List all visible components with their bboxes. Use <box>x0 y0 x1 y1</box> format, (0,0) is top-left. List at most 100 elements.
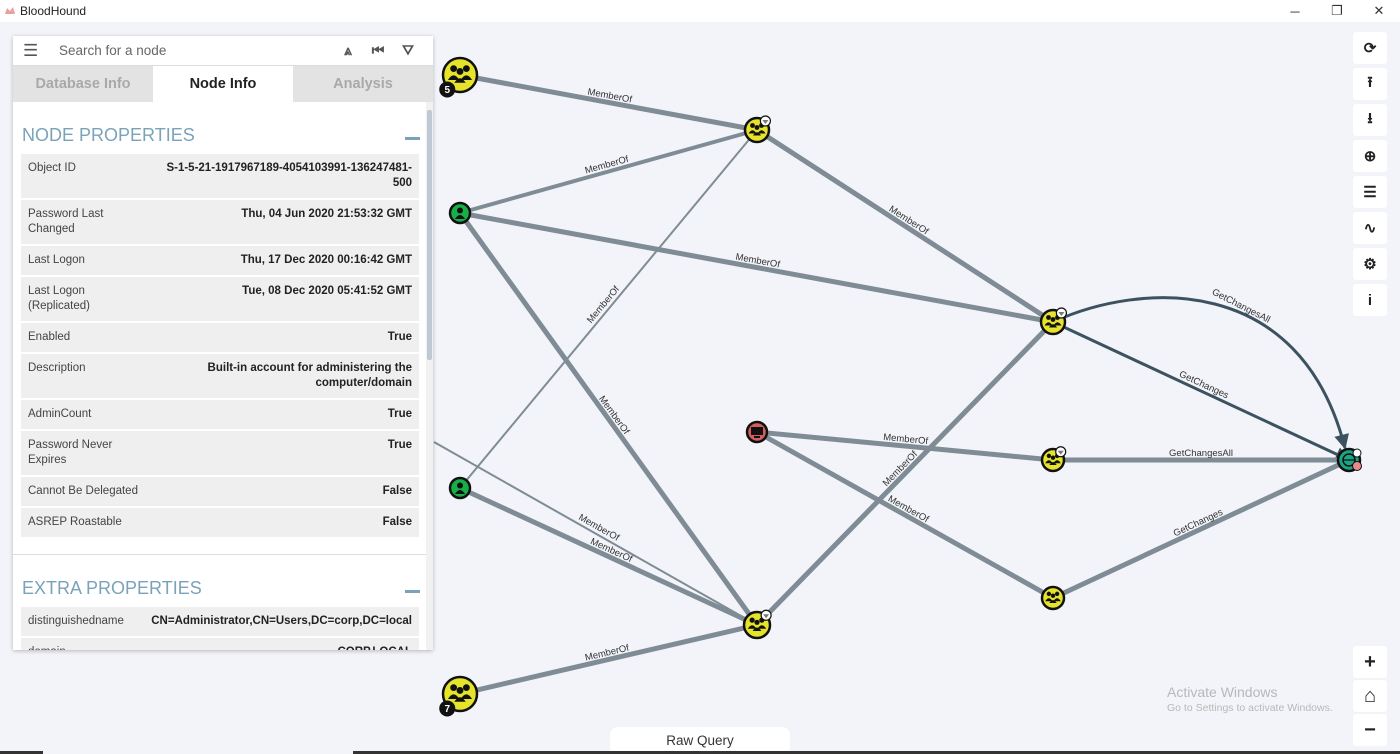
refresh-button[interactable]: ⟳ <box>1353 32 1387 64</box>
zoom-in-button[interactable]: + <box>1353 646 1387 678</box>
collapse-icon[interactable] <box>405 590 420 593</box>
search-panel: ☰ ⩓ ⏮ ⛛ Database Info Node Info Analysis… <box>13 36 433 650</box>
edge-memberof[interactable] <box>755 320 1055 627</box>
property-value[interactable]: CORP.LOCAL <box>144 637 419 650</box>
export-button[interactable]: ⭱ <box>1353 68 1387 100</box>
edge-memberof[interactable] <box>458 485 759 628</box>
road-icon[interactable]: ⩓ <box>344 42 352 58</box>
back-icon[interactable]: ⏮ <box>371 42 385 58</box>
graph-svg[interactable]: MemberOfMemberOfMemberOfMemberOfMemberOf… <box>0 22 1400 754</box>
watermark-line1: Activate Windows <box>1167 684 1278 700</box>
node-properties-title: NODE PROPERTIES <box>22 125 195 145</box>
property-key: Description <box>21 353 151 400</box>
property-value[interactable]: S-1-5-21-1917967189-4054103991-136247481… <box>151 154 419 200</box>
hamburger-icon[interactable]: ☰ <box>23 40 39 60</box>
filter-icon[interactable]: ⛛ <box>402 42 414 58</box>
section-divider <box>13 539 426 555</box>
property-key: domain <box>21 637 145 650</box>
property-value[interactable]: Built-in account for administering the c… <box>151 353 419 400</box>
edge-memberof[interactable] <box>459 210 1054 325</box>
scrollbar-thumb[interactable] <box>427 110 432 360</box>
property-key: Password Last Changed <box>21 199 151 246</box>
search-input[interactable] <box>59 43 333 58</box>
edge-label: MemberOf <box>883 432 929 447</box>
property-key: AdminCount <box>21 399 151 431</box>
graph-toolbar: ⟳ ⭱ ⭳ ⊕ ☰ ∿ ⚙ i <box>1353 32 1387 320</box>
edge-memberof[interactable] <box>755 127 1055 325</box>
node-properties-header[interactable]: NODE PROPERTIES <box>13 102 426 154</box>
tab-analysis[interactable]: Analysis <box>293 66 433 102</box>
search-bar: ☰ ⩓ ⏮ ⛛ <box>13 36 433 66</box>
group-node[interactable] <box>1039 307 1068 336</box>
property-value[interactable]: Thu, 04 Jun 2020 21:53:32 GMT <box>151 199 419 246</box>
property-value[interactable]: Tue, 08 Dec 2020 05:41:52 GMT <box>151 276 419 323</box>
property-value[interactable]: CN=Administrator,CN=Users,DC=corp,DC=loc… <box>144 607 419 638</box>
group-node[interactable] <box>1040 446 1067 473</box>
edge-memberof[interactable] <box>433 441 758 626</box>
panel-scrollbar[interactable] <box>426 102 433 650</box>
zoom-out-button[interactable]: − <box>1353 714 1387 746</box>
edge-getchangesall[interactable] <box>1052 296 1349 450</box>
group-node[interactable] <box>743 115 772 144</box>
property-value[interactable]: False <box>151 476 419 508</box>
edge-memberof[interactable] <box>459 622 758 697</box>
group-node[interactable]: 7 <box>439 675 479 717</box>
property-key: Password Never Expires <box>21 430 151 477</box>
property-value[interactable]: True <box>151 430 419 477</box>
extra-properties-header[interactable]: EXTRA PROPERTIES <box>13 555 426 607</box>
edge-memberof[interactable] <box>459 72 758 133</box>
edge-memberof[interactable] <box>756 429 1054 463</box>
close-button[interactable]: ✕ <box>1373 3 1385 18</box>
settings-button[interactable]: ⚙ <box>1353 248 1387 280</box>
node-count-badge: 5 <box>444 85 450 96</box>
activate-windows-watermark: Activate Windows Go to Settings to activ… <box>1167 684 1333 714</box>
property-value[interactable]: False <box>151 507 419 539</box>
edge-getchanges[interactable] <box>1051 457 1351 601</box>
zoom-controls: + ⌂ − <box>1353 646 1387 748</box>
group-node[interactable] <box>742 609 772 640</box>
info-button[interactable]: i <box>1353 284 1387 316</box>
computer-node[interactable] <box>745 420 769 444</box>
collapse-icon[interactable] <box>405 137 420 140</box>
property-key: Cannot Be Delegated <box>21 476 151 508</box>
maximize-button[interactable]: ❐ <box>1331 3 1343 18</box>
bloodhound-logo-icon <box>5 7 15 14</box>
property-value[interactable]: True <box>151 322 419 354</box>
import-button[interactable]: ⭳ <box>1353 104 1387 136</box>
upload-button[interactable]: ⊕ <box>1353 140 1387 172</box>
property-value[interactable]: True <box>151 399 419 431</box>
group-node[interactable] <box>1040 585 1066 611</box>
edge-memberof[interactable] <box>459 129 758 489</box>
taskbar-edge <box>0 751 1400 754</box>
extra-properties-title: EXTRA PROPERTIES <box>22 578 202 598</box>
watermark-line2: Go to Settings to activate Windows. <box>1167 702 1333 714</box>
user-node[interactable] <box>448 476 472 500</box>
domain-node[interactable] <box>1336 447 1362 473</box>
nodes-layer: 57 <box>439 56 1362 717</box>
raw-query-button[interactable]: Raw Query <box>610 727 790 754</box>
edge-memberof[interactable] <box>755 429 1055 601</box>
queue-button[interactable]: ☰ <box>1353 176 1387 208</box>
property-key: Object ID <box>21 154 151 200</box>
property-value[interactable]: Thu, 17 Dec 2020 00:16:42 GMT <box>151 245 419 277</box>
minimize-button[interactable]: ─ <box>1290 3 1300 19</box>
tab-node-info[interactable]: Node Info <box>153 66 293 102</box>
stats-button[interactable]: ∿ <box>1353 212 1387 244</box>
edge-memberof[interactable] <box>457 211 760 627</box>
property-row: Last Logon (Replicated)Tue, 08 Dec 2020 … <box>21 276 419 323</box>
home-button[interactable]: ⌂ <box>1353 680 1387 712</box>
user-node[interactable] <box>448 201 472 225</box>
tab-database-info[interactable]: Database Info <box>13 66 153 102</box>
edge-getchanges[interactable] <box>1052 320 1351 462</box>
edge-memberof[interactable] <box>459 128 758 215</box>
group-node[interactable]: 5 <box>439 56 479 98</box>
